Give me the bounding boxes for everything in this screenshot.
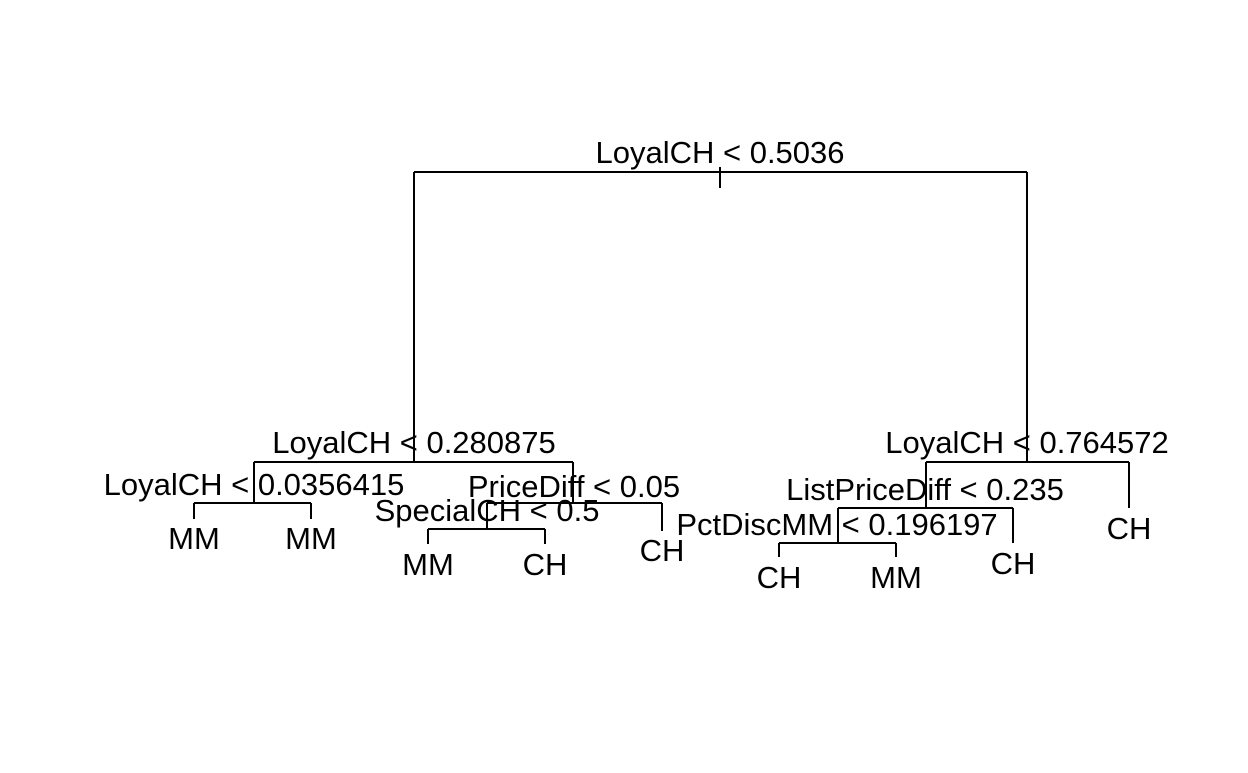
edge-left-right-left bbox=[427, 528, 546, 544]
edge-left bbox=[253, 461, 574, 503]
leaf-label: CH bbox=[1107, 511, 1152, 546]
split-label-right-left: ListPriceDiff < 0.235 bbox=[786, 472, 1064, 507]
edge-left-right bbox=[486, 502, 663, 531]
leaf-label: MM bbox=[402, 547, 454, 582]
split-label-root: LoyalCH < 0.5036 bbox=[595, 135, 844, 170]
leaf-label: CH bbox=[991, 546, 1036, 581]
edge-left-left bbox=[193, 502, 312, 519]
split-label-right: LoyalCH < 0.764572 bbox=[885, 425, 1169, 460]
split-label-left-left: LoyalCH < 0.0356415 bbox=[104, 467, 405, 502]
leaf-label: CH bbox=[757, 560, 802, 595]
leaf-label: MM bbox=[870, 560, 922, 595]
leaf-label: MM bbox=[285, 521, 337, 556]
edge-right bbox=[925, 461, 1130, 508]
leaf-label: MM bbox=[168, 521, 220, 556]
edge-right-left bbox=[837, 507, 1014, 543]
split-label-left-right-left: SpecialCH < 0.5 bbox=[375, 493, 600, 528]
split-label-right-left-left: PctDiscMM < 0.196197 bbox=[676, 507, 997, 542]
leaf-label: CH bbox=[523, 547, 568, 582]
split-label-left-right: PriceDiff < 0.05 bbox=[468, 469, 680, 504]
leaf-label: CH bbox=[640, 533, 685, 568]
edge-right-left-left bbox=[778, 542, 897, 557]
edge-root bbox=[413, 167, 1028, 462]
split-label-left: LoyalCH < 0.280875 bbox=[272, 425, 556, 460]
